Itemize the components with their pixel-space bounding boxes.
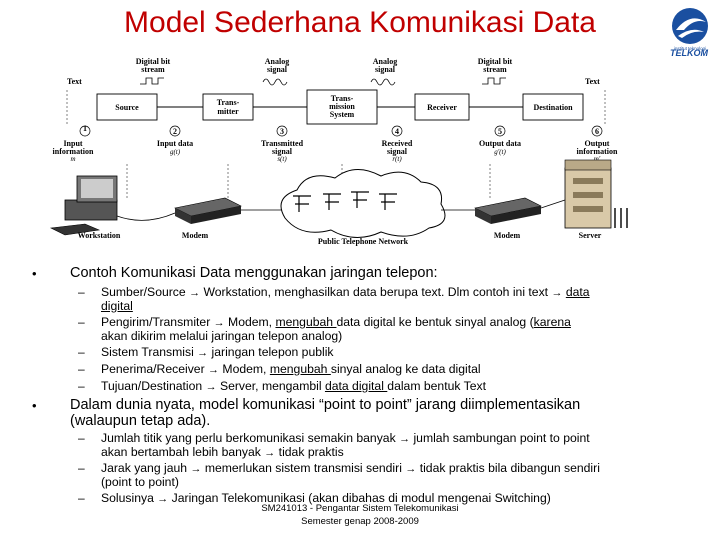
label-public-telephone-network: Public Telephone Network (318, 237, 409, 246)
dash-marker: – (78, 345, 85, 359)
block-receiver: Receiver (427, 103, 457, 112)
step-2: 2 (173, 127, 177, 136)
step-label-2b: g(t) (170, 148, 181, 156)
step-label-1a: Input (63, 139, 82, 148)
dash-marker: – (78, 461, 85, 475)
item-solution: Solusinya → Jaringan Telekomunikasi (aka… (101, 491, 551, 505)
step-label-6a: Output (585, 139, 610, 148)
label-analog-signal-2: Analog (373, 58, 397, 66)
item-long-distance: Jarak yang jauh → memerlukan sistem tran… (101, 461, 600, 489)
label-text-left: Text (67, 77, 82, 86)
step-label-3b: signal (272, 147, 293, 156)
step-label-4c: r(t) (392, 155, 402, 163)
label-modem-left: Modem (182, 231, 209, 240)
step-4: 4 (395, 127, 399, 136)
step-1-num: 1 (83, 124, 87, 133)
block-source: Source (115, 103, 139, 112)
server-icon (564, 159, 628, 229)
logo-text: TELKOM (670, 48, 708, 58)
logo-subtext: institut teknologi (674, 46, 706, 51)
dash-marker: – (78, 315, 85, 329)
step-label-5a: Output data (479, 139, 521, 148)
block-transmission-b: mission (329, 102, 355, 111)
item-source: Sumber/Source → Workstation, menghasilka… (101, 285, 590, 313)
step-label-3a: Transmitted (261, 139, 304, 148)
label-modem-right: Modem (494, 231, 521, 240)
dash-marker: – (78, 285, 85, 299)
step-label-6b: information (577, 147, 618, 156)
block-transmitter-b: mitter (217, 107, 239, 116)
modem-right-icon (474, 197, 542, 224)
block-destination: Destination (533, 103, 573, 112)
step-label-6c: m' (594, 155, 601, 163)
item-transmitter: Pengirim/Transmiter → Modem, mengubah da… (101, 315, 571, 343)
block-transmission: Trans- (331, 94, 354, 103)
bullet-marker: • (32, 398, 37, 413)
label-digital-stream-1b: stream (141, 65, 165, 74)
footer-semester: Semester genap 2008-2009 (301, 516, 419, 527)
item-destination: Tujuan/Destination → Server, mengambil d… (101, 379, 486, 393)
step-label-1c: m (70, 155, 75, 163)
step-label-5b: g'(t) (494, 148, 506, 156)
bullet-2-text: Dalam dunia nyata, model komunikasi “poi… (70, 397, 581, 429)
block-transmitter: Trans- (217, 98, 240, 107)
workstation-icon (49, 175, 176, 236)
label-analog-signal-1b: signal (267, 65, 288, 74)
label-server: Server (579, 231, 602, 240)
dash-marker: – (78, 491, 85, 505)
block-transmission-c: System (330, 110, 355, 119)
step-3: 3 (280, 127, 284, 136)
label-digital-stream-2: Digital bit (478, 58, 513, 66)
step-5: 5 (498, 127, 502, 136)
communication-model-diagram: Digital bit stream Analog signal Analog … (49, 58, 628, 246)
dash-marker: – (78, 431, 85, 445)
item-many-points: Jumlah titik yang perlu berkomunikasi se… (101, 431, 590, 459)
step-label-4a: Received (382, 139, 413, 148)
label-analog-signal-1: Analog (265, 58, 289, 66)
modem-left-icon (174, 197, 242, 224)
label-workstation: Workstation (78, 231, 121, 240)
label-text-right: Text (585, 77, 600, 86)
footer-course: SM241013 - Pengantar Sistem Telekomunika… (261, 503, 459, 514)
label-digital-stream-2b: stream (483, 65, 507, 74)
item-transmission-system: Sistem Transmisi → jaringan telepon publ… (101, 345, 334, 359)
step-label-2a: Input data (157, 139, 193, 148)
step-label-3c: s(t) (277, 155, 287, 163)
step-6: 6 (595, 127, 599, 136)
telkom-logo: institut teknologi (672, 8, 708, 51)
step-label-4b: signal (387, 147, 408, 156)
label-digital-stream-1: Digital bit (136, 58, 171, 66)
bullet-marker: • (32, 266, 37, 281)
slide-title: Model Sederhana Komunikasi Data (124, 6, 596, 39)
dash-marker: – (78, 362, 85, 376)
dash-marker: – (78, 379, 85, 393)
bullet-1-text: Contoh Komunikasi Data menggunakan jarin… (70, 265, 438, 281)
step-label-1b: information (53, 147, 94, 156)
item-receiver: Penerima/Receiver → Modem, mengubah siny… (101, 362, 481, 376)
label-analog-signal-2b: signal (375, 65, 396, 74)
